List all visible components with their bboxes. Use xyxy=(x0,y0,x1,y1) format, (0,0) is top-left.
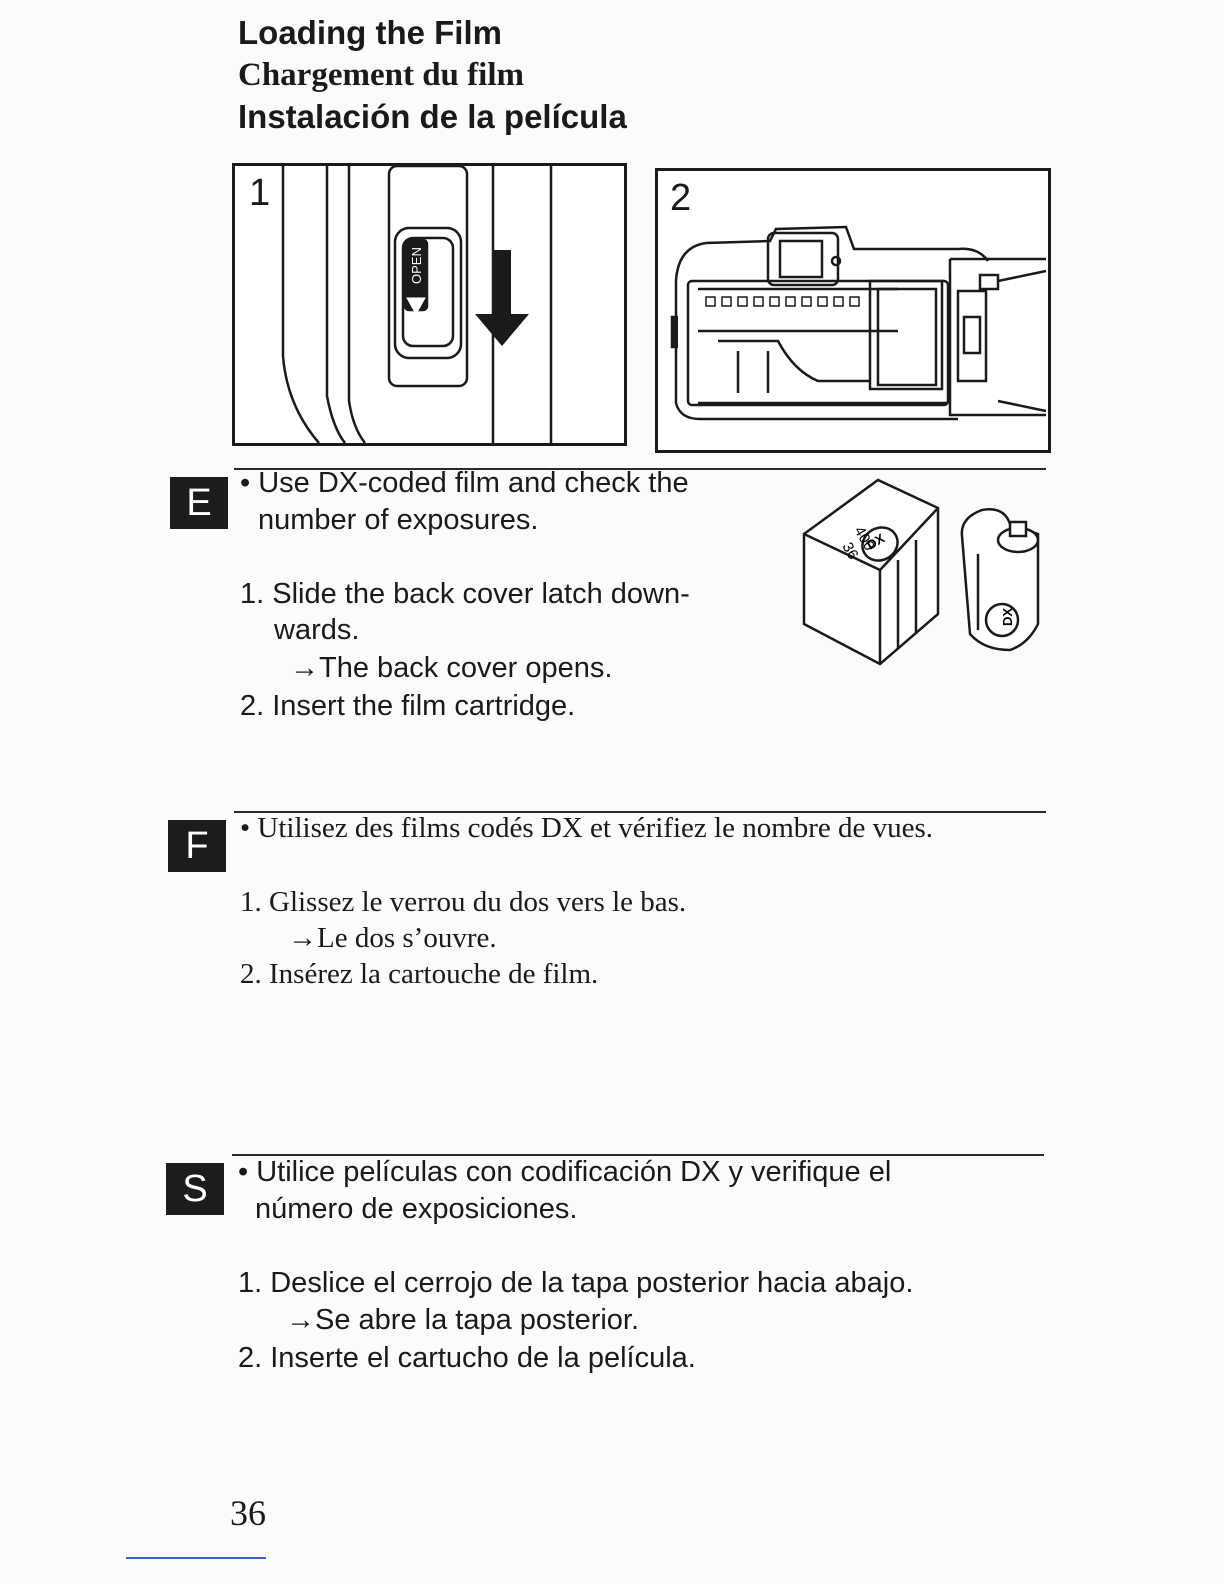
page-number: 36 xyxy=(230,1493,266,1533)
spanish-step1: 1. Deslice el cerrojo de la tapa posteri… xyxy=(238,1267,914,1299)
section-divider xyxy=(234,468,1046,470)
language-badge-spanish: S xyxy=(166,1163,224,1215)
film-cartridge-illustration: 400 36 DX DX xyxy=(802,478,1040,666)
title-french: Chargement du film xyxy=(238,57,524,93)
english-step1-line1: 1. Slide the back cover latch down- xyxy=(240,578,690,610)
spanish-step1-result: →Se abre la tapa posterior. xyxy=(286,1304,640,1336)
down-arrow-icon xyxy=(475,250,529,346)
english-step1-line2: wards. xyxy=(274,614,360,646)
spanish-bullet-line2: número de exposiciones. xyxy=(255,1193,578,1225)
french-step1-result: →Le dos s’ouvre. xyxy=(288,922,497,954)
french-step1: 1. Glissez le verrou du dos vers le bas. xyxy=(240,886,687,918)
language-badge-french: F xyxy=(168,820,226,872)
spanish-step2: 2. Inserte el cartucho de la película. xyxy=(238,1342,696,1374)
cartridge-can-label-dx: DX xyxy=(1000,608,1015,626)
spanish-bullet-line1: • Utilice películas con codificación DX … xyxy=(238,1156,892,1188)
figure-1-number: 1 xyxy=(249,172,271,214)
title-english: Loading the Film xyxy=(238,14,502,51)
figure-2-number: 2 xyxy=(670,177,692,219)
figure-1-latch: OPEN 1 xyxy=(232,163,627,446)
cartridge-box-label-36: 36 xyxy=(839,540,862,563)
footer-link-underline xyxy=(126,1557,266,1559)
language-badge-english: E xyxy=(170,477,228,529)
french-bullet: • Utilisez des films codés DX et vérifie… xyxy=(240,812,934,844)
latch-open-label: OPEN xyxy=(409,247,424,284)
section-divider xyxy=(232,1154,1044,1156)
english-bullet-line2: number of exposures. xyxy=(258,504,539,536)
title-spanish: Instalación de la película xyxy=(238,98,627,135)
english-step1-result: →The back cover opens. xyxy=(290,652,613,684)
english-step2: 2. Insert the film cartridge. xyxy=(240,690,576,722)
figure-2-camera-open: 2 xyxy=(655,168,1051,453)
latch-illustration: OPEN xyxy=(281,166,553,443)
english-bullet-line1: • Use DX-coded film and check the xyxy=(240,467,689,499)
section-divider xyxy=(234,811,1046,813)
camera-back-illustration xyxy=(670,225,1047,421)
french-step2: 2. Insérez la cartouche de film. xyxy=(240,958,599,990)
